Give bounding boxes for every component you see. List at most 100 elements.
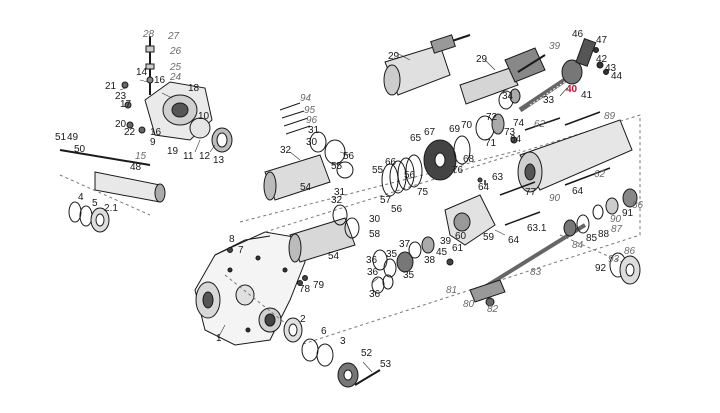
cover-assembly bbox=[121, 36, 233, 153]
label-17: 17 bbox=[120, 99, 132, 110]
label-50: 50 bbox=[74, 144, 86, 155]
label-9: 9 bbox=[150, 137, 156, 148]
label-90b: 90 bbox=[610, 214, 622, 225]
label-21: 21 bbox=[105, 81, 117, 92]
label-40: 40 bbox=[566, 84, 578, 95]
label-30b: 30 bbox=[369, 214, 381, 225]
label-81: 81 bbox=[446, 285, 458, 296]
label-19: 19 bbox=[167, 146, 179, 157]
label-59: 59 bbox=[483, 232, 495, 243]
label-39: 39 bbox=[549, 41, 561, 52]
label-15: 15 bbox=[135, 151, 147, 162]
label-56a: 56 bbox=[343, 151, 355, 162]
label-29b: 29 bbox=[476, 54, 488, 65]
label-63-1: 63.1 bbox=[527, 223, 547, 234]
label-78: 78 bbox=[299, 284, 311, 295]
label-56c: 56 bbox=[391, 204, 403, 215]
label-73: 73 bbox=[504, 127, 516, 138]
label-16: 16 bbox=[154, 75, 166, 86]
label-28: 28 bbox=[143, 29, 155, 40]
label-63a: 63 bbox=[492, 172, 504, 183]
label-66: 66 bbox=[385, 157, 397, 168]
label-23: 23 bbox=[115, 91, 127, 102]
label-1: 1 bbox=[216, 333, 222, 344]
label-4: 4 bbox=[78, 192, 84, 203]
label-34: 34 bbox=[502, 91, 514, 102]
label-3: 3 bbox=[340, 336, 346, 347]
label-42: 42 bbox=[596, 54, 608, 65]
label-5: 5 bbox=[92, 198, 98, 209]
bottom-bearings bbox=[224, 247, 381, 388]
label-75: 75 bbox=[417, 187, 429, 198]
label-36a: 36 bbox=[366, 255, 378, 266]
label-35a: 35 bbox=[386, 249, 398, 260]
label-89: 89 bbox=[604, 111, 616, 122]
label-54b: 54 bbox=[328, 251, 340, 262]
label-12: 12 bbox=[199, 151, 211, 162]
label-6: 6 bbox=[321, 326, 327, 337]
left-shaft bbox=[59, 149, 166, 233]
label-57: 57 bbox=[380, 195, 392, 206]
label-48: 48 bbox=[130, 162, 142, 173]
label-94: 94 bbox=[300, 93, 312, 104]
label-44: 44 bbox=[611, 71, 623, 82]
label-85: 85 bbox=[586, 233, 598, 244]
label-62b: 62 bbox=[594, 169, 606, 180]
label-84: 84 bbox=[572, 240, 584, 251]
label-90: 90 bbox=[549, 193, 561, 204]
label-83: 83 bbox=[530, 267, 542, 278]
label-35b: 35 bbox=[403, 270, 415, 281]
label-71: 71 bbox=[485, 138, 497, 149]
label-30a: 30 bbox=[306, 137, 318, 148]
label-86b: 86 bbox=[624, 246, 636, 257]
label-13: 13 bbox=[213, 155, 225, 166]
label-54a: 54 bbox=[300, 182, 312, 193]
label-64d: 64 bbox=[508, 235, 520, 246]
right-housing bbox=[477, 111, 633, 193]
label-2-1: 2.1 bbox=[104, 203, 118, 214]
label-55a: 55 bbox=[331, 161, 343, 172]
lower-cylinder bbox=[288, 181, 541, 263]
label-60: 60 bbox=[455, 231, 467, 242]
label-62a: 62 bbox=[534, 119, 546, 130]
label-22: 22 bbox=[124, 127, 136, 138]
label-64c: 64 bbox=[572, 186, 584, 197]
label-65: 65 bbox=[410, 133, 422, 144]
main-housing bbox=[194, 231, 306, 346]
label-58: 58 bbox=[369, 229, 381, 240]
label-31b: 31 bbox=[334, 187, 346, 198]
label-91: 91 bbox=[622, 208, 634, 219]
label-20: 20 bbox=[115, 119, 127, 130]
label-27: 27 bbox=[168, 31, 180, 42]
label-53: 53 bbox=[380, 359, 392, 370]
label-32b: 32 bbox=[331, 195, 343, 206]
label-36b: 36 bbox=[367, 267, 379, 278]
label-24: 24 bbox=[170, 72, 182, 83]
label-64a: 64 bbox=[510, 134, 522, 145]
label-70: 70 bbox=[461, 120, 473, 131]
label-88: 88 bbox=[598, 229, 610, 240]
top-shaft-assembly bbox=[383, 34, 609, 113]
label-82: 82 bbox=[487, 304, 499, 315]
label-25: 25 bbox=[170, 62, 182, 73]
label-11: 11 bbox=[183, 151, 194, 162]
leader-lines bbox=[119, 51, 568, 373]
label-79: 79 bbox=[313, 280, 325, 291]
label-7: 7 bbox=[238, 245, 244, 256]
label-61: 61 bbox=[452, 243, 464, 254]
label-64b: 64 bbox=[478, 182, 490, 193]
label-52: 52 bbox=[361, 348, 373, 359]
label-86a: 86 bbox=[632, 200, 644, 211]
label-33: 33 bbox=[543, 95, 555, 106]
label-49: 49 bbox=[67, 132, 79, 143]
label-46: 46 bbox=[572, 29, 584, 40]
label-56b: 56 bbox=[404, 170, 416, 181]
lower-rings bbox=[371, 236, 454, 294]
label-77: 77 bbox=[525, 187, 537, 198]
long-shaft bbox=[469, 188, 641, 307]
label-18: 18 bbox=[188, 83, 200, 94]
label-93: 93 bbox=[608, 254, 620, 265]
label-26: 26 bbox=[170, 46, 182, 57]
